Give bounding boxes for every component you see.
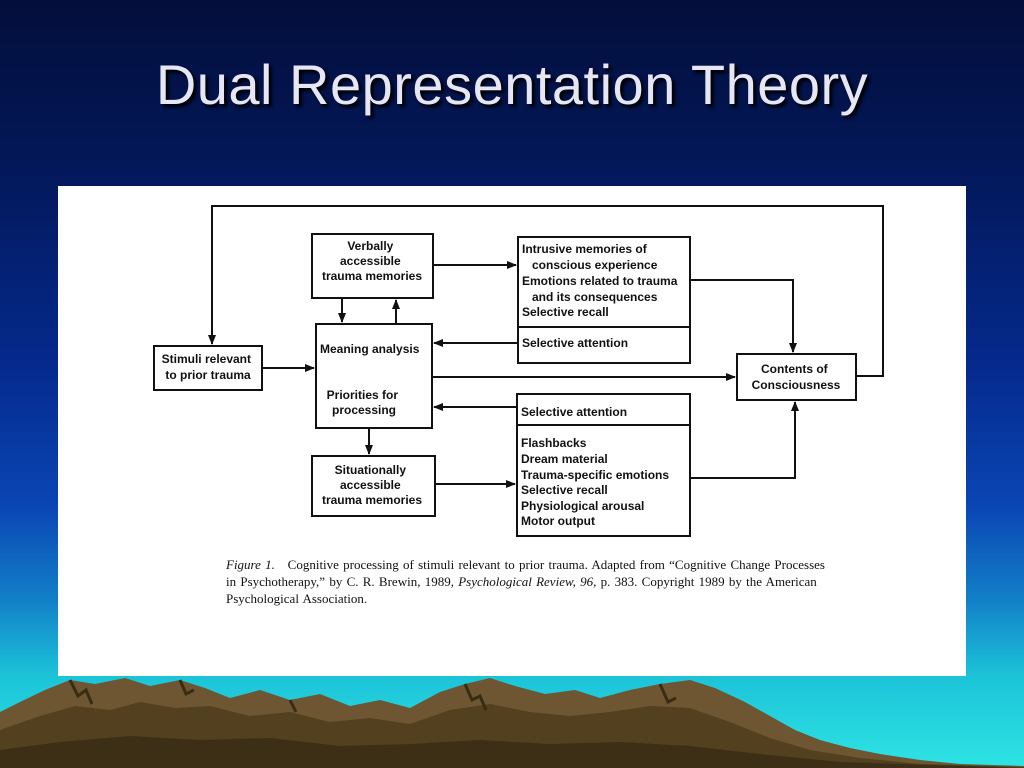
consciousness-box xyxy=(736,353,857,401)
consciousness-label: Contents of Consciousness xyxy=(752,362,841,392)
arrow-flashbacks-to-consciousness xyxy=(690,401,799,479)
stimuli-label: Stimuli relevant to prior trauma xyxy=(162,352,255,382)
flow-diagram: Stimuli relevant to prior trauma Verball… xyxy=(153,205,884,537)
caption-text-2: p. 383. Copyright 1989 by the American P… xyxy=(226,574,817,606)
sam-label: Situationally accessible trauma memories xyxy=(322,463,422,507)
intrusive-label: Intrusive memories of conscious experien… xyxy=(522,242,681,319)
figure-caption: Figure 1. Cognitive processing of stimul… xyxy=(226,556,826,607)
vam-label: Verbally accessible trauma memories xyxy=(322,239,422,283)
caption-journal: Psychological Review, 96, xyxy=(458,574,597,589)
mountain-landscape xyxy=(0,678,1024,768)
figure-panel: Stimuli relevant to prior trauma Verball… xyxy=(58,186,966,676)
slide-title: Dual Representation Theory xyxy=(155,53,869,116)
intrusive-box xyxy=(517,236,691,364)
flashbacks-label: Flashbacks Dream material Trauma-specifi… xyxy=(521,436,672,528)
selective-attention-top-label: Selective attention xyxy=(522,336,628,350)
priorities-label: Priorities for processing xyxy=(327,388,402,417)
flashbacks-box xyxy=(516,393,691,537)
feedback-arrow xyxy=(208,205,884,377)
sam-box xyxy=(311,455,436,517)
arrow-intrusive-to-consciousness xyxy=(690,279,797,353)
selective-attention-bottom-label: Selective attention xyxy=(521,405,627,419)
caption-label: Figure 1. xyxy=(226,557,275,572)
meaning-label: Meaning analysis xyxy=(320,342,420,356)
caption-text-1: Cognitive processing of stimuli relevant… xyxy=(226,557,825,589)
